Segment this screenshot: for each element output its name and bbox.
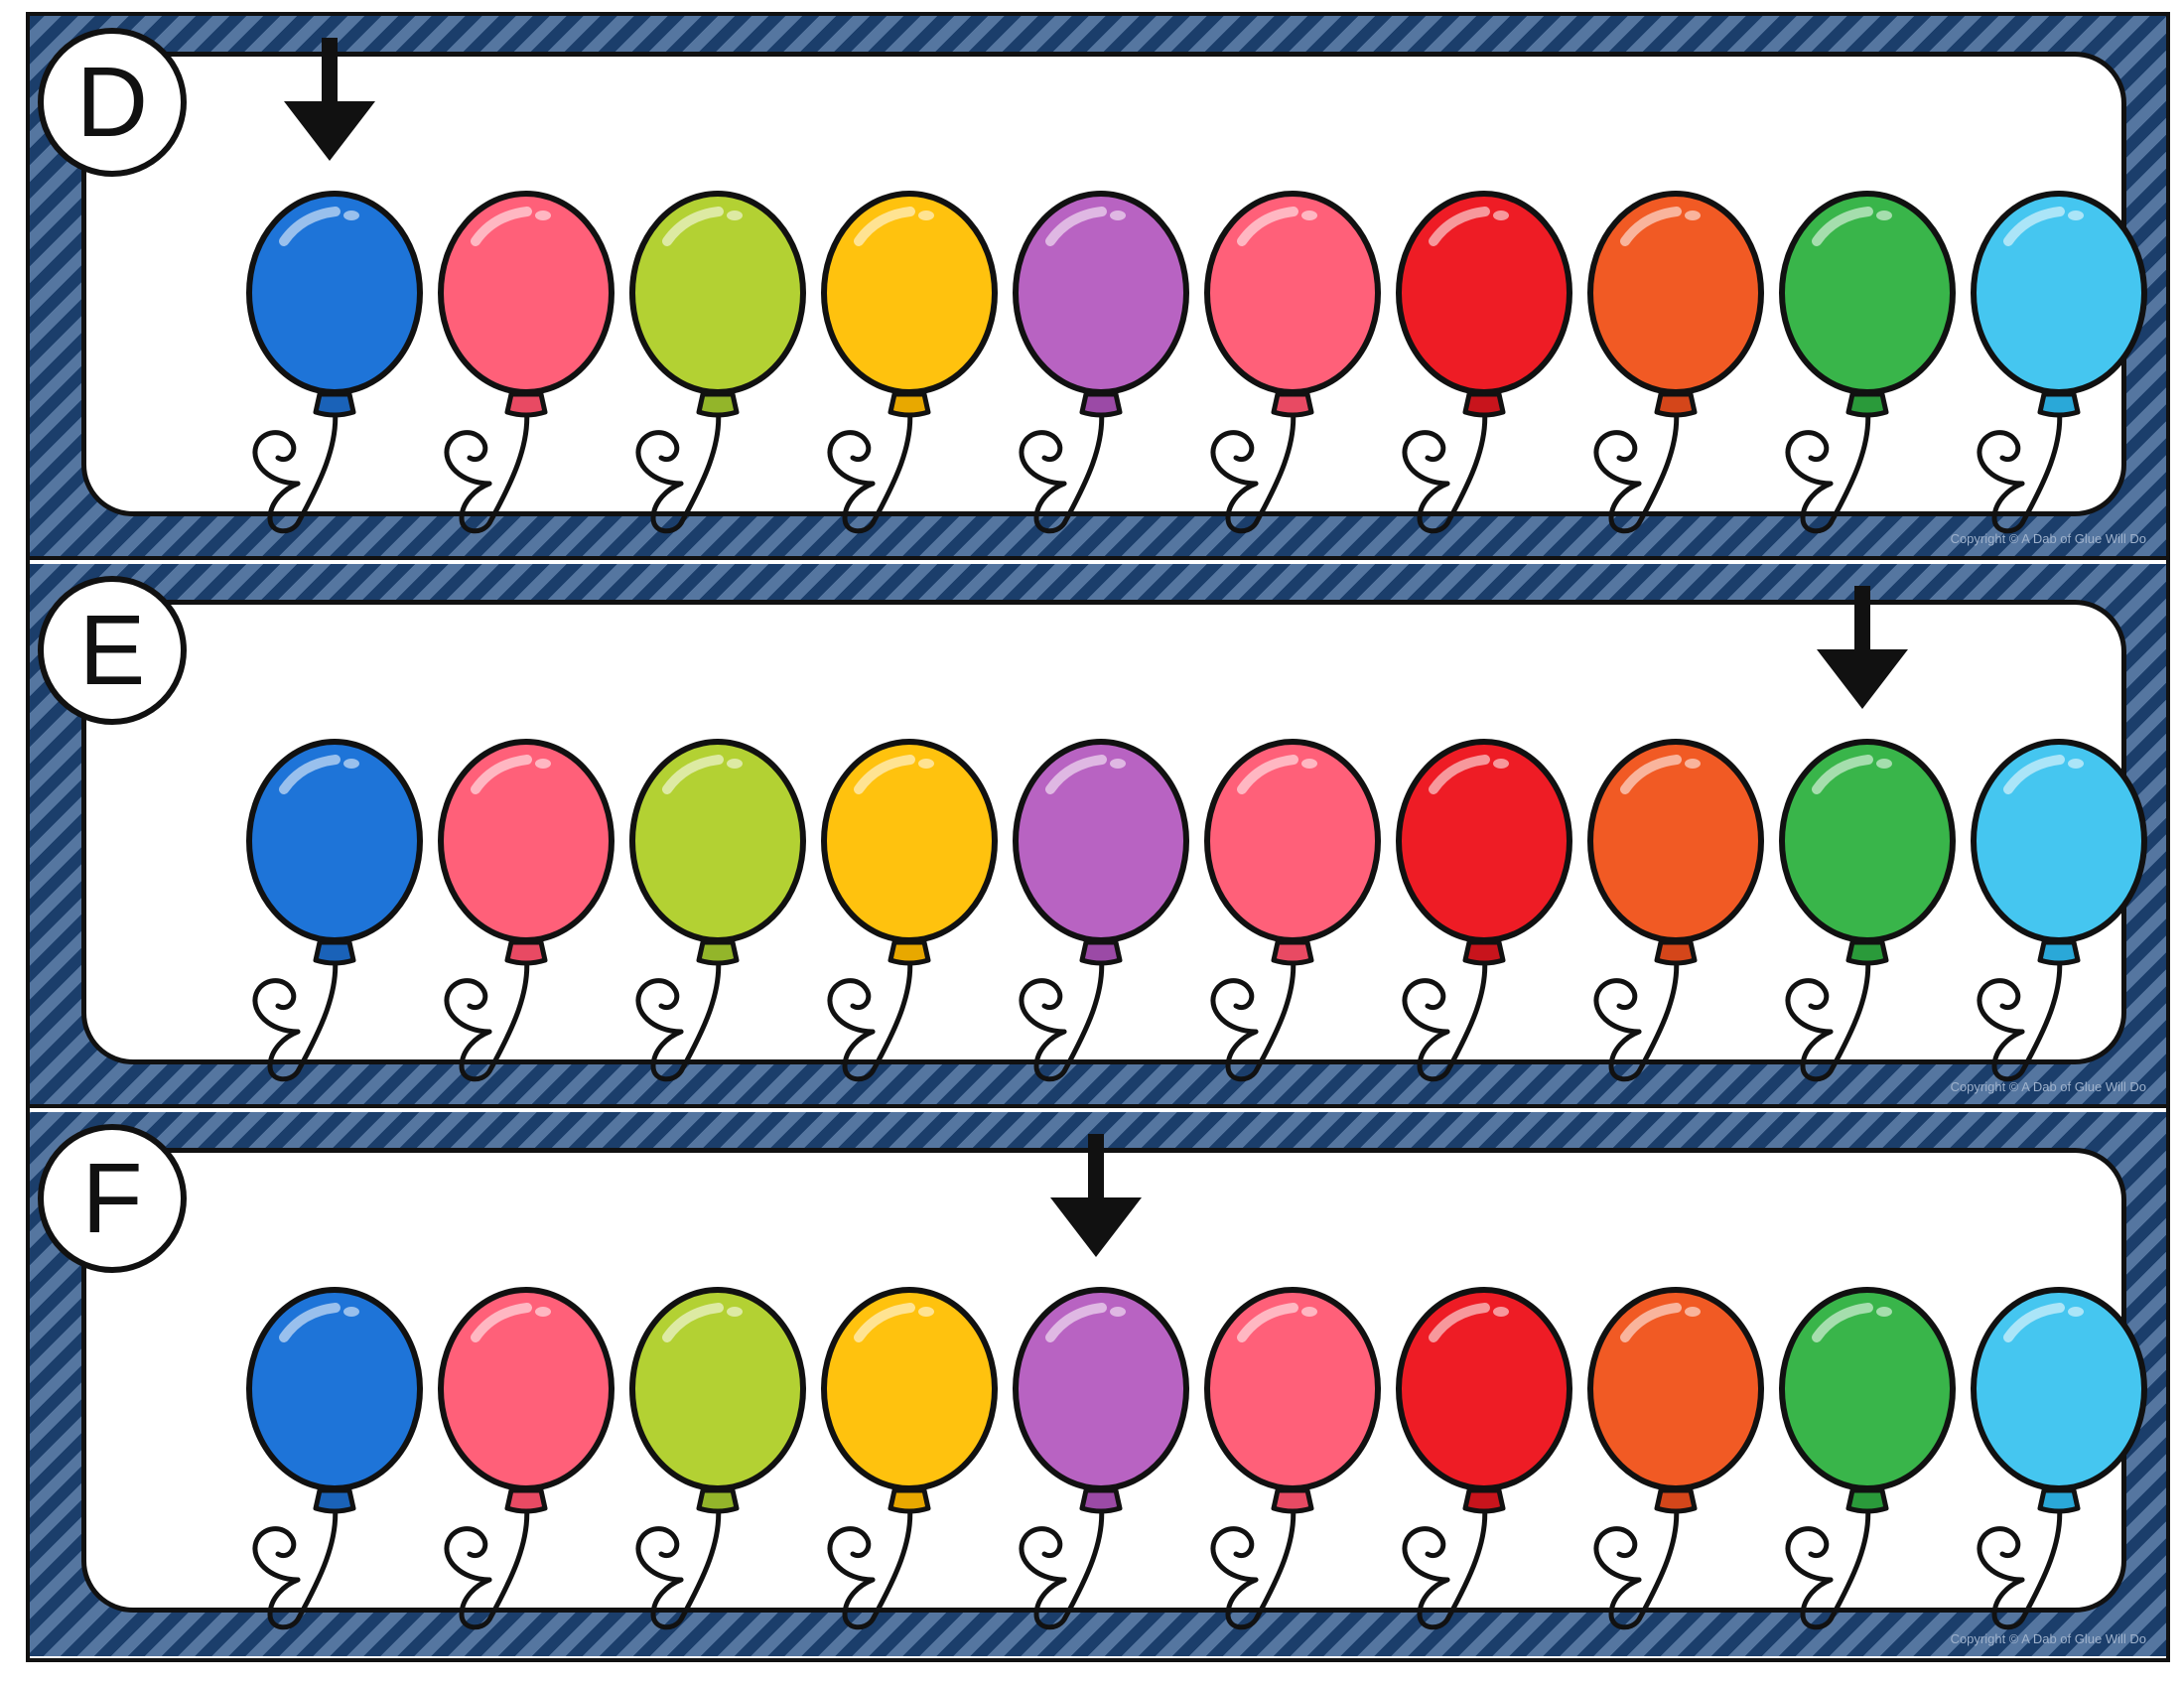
balloon-icon [1971, 739, 2147, 1082]
balloon-item [432, 1282, 620, 1639]
balloon-icon [821, 191, 998, 534]
balloon-item [432, 186, 620, 543]
card-e: E Copyright © A Dab of Glue Will Do [30, 564, 2166, 1108]
balloon-item [623, 1282, 812, 1639]
balloon-row [240, 734, 2166, 1091]
balloon-item [1773, 186, 1962, 543]
balloon-item [240, 186, 429, 543]
letter-badge: F [38, 1124, 187, 1273]
card-letter: E [78, 595, 146, 706]
balloon-icon [1204, 191, 1381, 534]
balloon-icon [1396, 739, 1572, 1082]
balloon-icon [246, 1287, 423, 1630]
balloon-icon [1971, 1287, 2147, 1630]
balloon-item [1198, 734, 1387, 1091]
balloon-icon [438, 739, 614, 1082]
balloon-row [240, 1282, 2166, 1639]
balloon-icon [1204, 739, 1381, 1082]
balloon-item [1007, 1282, 1195, 1639]
balloon-item [1007, 186, 1195, 543]
balloon-item [240, 734, 429, 1091]
activity-page: D Copyright © A Dab of Glue Will Do E Co… [26, 12, 2170, 1662]
balloon-icon [1013, 739, 1189, 1082]
balloon-item [1965, 734, 2153, 1091]
card-inner-panel [81, 600, 2147, 1082]
balloon-item [815, 186, 1004, 543]
balloon-icon [1396, 191, 1572, 534]
balloon-icon [1396, 1287, 1572, 1630]
balloon-item [1581, 186, 1770, 543]
balloon-item [432, 734, 620, 1091]
balloon-icon [1779, 1287, 1956, 1630]
balloon-item [1198, 186, 1387, 543]
balloon-item [1390, 186, 1578, 543]
card-f: F Copyright © A Dab of Glue Will Do [30, 1112, 2166, 1656]
copyright-text: Copyright © A Dab of Glue Will Do [1950, 1631, 2146, 1646]
balloon-icon [821, 1287, 998, 1630]
letter-badge: E [38, 576, 187, 725]
balloon-icon [1204, 1287, 1381, 1630]
balloon-item [1198, 1282, 1387, 1639]
balloon-item [1390, 1282, 1578, 1639]
balloon-icon [438, 1287, 614, 1630]
card-inner-panel [81, 52, 2147, 534]
balloon-icon [1013, 191, 1189, 534]
balloon-item [240, 1282, 429, 1639]
balloon-item [623, 186, 812, 543]
balloon-item [1965, 186, 2153, 543]
balloon-icon [1779, 191, 1956, 534]
balloon-item [1773, 1282, 1962, 1639]
balloon-item [815, 1282, 1004, 1639]
balloon-icon [246, 739, 423, 1082]
balloon-icon [1013, 1287, 1189, 1630]
balloon-icon [438, 191, 614, 534]
balloon-icon [1587, 739, 1764, 1082]
balloon-icon [246, 191, 423, 534]
balloon-icon [1587, 191, 1764, 534]
balloon-item [815, 734, 1004, 1091]
balloon-item [1581, 1282, 1770, 1639]
card-letter: F [81, 1143, 143, 1254]
balloon-row [240, 186, 2166, 543]
copyright-text: Copyright © A Dab of Glue Will Do [1950, 531, 2146, 546]
down-arrow-icon [1817, 586, 1908, 709]
card-d: D Copyright © A Dab of Glue Will Do [30, 16, 2166, 560]
balloon-item [623, 734, 812, 1091]
balloon-icon [629, 191, 806, 534]
balloon-icon [1779, 739, 1956, 1082]
balloon-item [1007, 734, 1195, 1091]
balloon-item [1773, 734, 1962, 1091]
balloon-icon [629, 1287, 806, 1630]
balloon-item [1581, 734, 1770, 1091]
balloon-icon [1587, 1287, 1764, 1630]
balloon-icon [629, 739, 806, 1082]
balloon-icon [821, 739, 998, 1082]
letter-badge: D [38, 28, 187, 177]
balloon-item [1390, 734, 1578, 1091]
card-letter: D [75, 47, 149, 158]
down-arrow-icon [284, 38, 375, 161]
balloon-item [1965, 1282, 2153, 1639]
copyright-text: Copyright © A Dab of Glue Will Do [1950, 1079, 2146, 1094]
down-arrow-icon [1050, 1134, 1142, 1257]
balloon-icon [1971, 191, 2147, 534]
